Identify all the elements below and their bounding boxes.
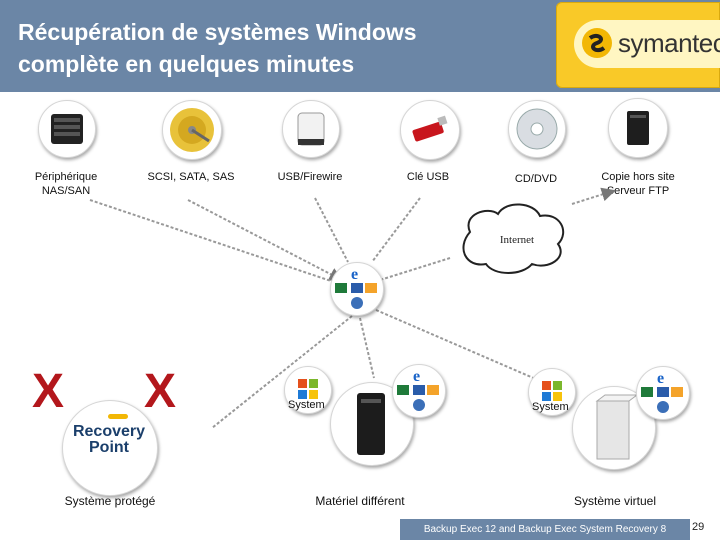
windows-logo-left [284,366,332,414]
arrow-usb-firewire [314,197,349,263]
apps-cluster-center: e [330,262,384,316]
device-label-cd-dvd: CD/DVD [514,173,558,185]
usb-key-device [400,100,460,160]
virtual-machine-icon [595,394,639,460]
office-apps-icon: e [335,266,377,309]
device-label-server: Copie hors site Serveur FTP [601,171,675,197]
page-title: Récupération de systèmes Windows complèt… [18,16,538,80]
footer-bar: Backup Exec 12 and Backup Exec System Re… [400,519,690,540]
hard-drive-device [162,100,222,160]
page-number: 29 [692,521,705,533]
recovery-point-swoosh [108,414,128,419]
arrow-ftp [571,187,616,205]
title-line-2: complète en quelques minutes [18,51,355,77]
label-different-hardware: Matériel différent [315,494,405,508]
hard-drive-icon [170,108,214,152]
x-mark-icon-left: X [32,365,65,418]
offsite-server-device [608,98,668,158]
symantec-logo-text: symantec. [618,28,720,58]
recovery-point-label: Recovery Point [72,423,146,456]
internet-label: Internet [499,234,535,246]
different-hardware-circle [330,382,414,466]
arrow-to-different-hw [359,317,375,379]
nas-device [38,100,96,158]
virtual-system-circle [572,386,656,470]
device-label-usb-key: Clé USB [406,171,450,183]
windows-logo-right [528,368,576,416]
usb-drive-icon [297,112,325,146]
label-virtual-system: Système virtuel [573,494,657,508]
office-apps-icon-3: e [641,370,683,413]
usb-key-icon [412,115,448,142]
system-label-right: System [532,401,569,413]
tower-pc-icon [357,393,385,455]
usb-firewire-device [282,100,340,158]
title-line-1: Récupération de systèmes Windows [18,19,417,45]
nas-icon [51,114,83,144]
arrow-nas [89,199,335,283]
office-apps-icon-2: e [397,368,439,411]
arrow-scsi [187,199,344,281]
svg-text:e: e [657,370,664,387]
server-icon [627,111,649,145]
symantec-logo-icon [582,28,612,58]
svg-text:e: e [413,368,420,385]
arrow-internet [379,257,451,281]
device-label-usb-firewire: USB/Firewire [277,171,343,183]
windows-icon-2 [542,381,562,401]
windows-icon [298,379,318,399]
apps-cluster-different-hw: e [392,364,446,418]
internet-cloud-icon [462,203,565,274]
system-label-left: System [288,399,325,411]
disc-icon [516,108,558,150]
svg-text:e: e [351,266,358,283]
device-label-scsi: SCSI, SATA, SAS [147,171,235,183]
x-mark-icon-right: X [144,365,177,418]
label-protected-system: Système protégé [64,494,156,508]
arrow-to-virtual [375,309,539,381]
apps-cluster-virtual: e [636,366,690,420]
arrow-usb-key [371,197,421,263]
device-label-nas: Périphérique NAS/SAN [34,171,98,197]
cd-dvd-device [508,100,566,158]
